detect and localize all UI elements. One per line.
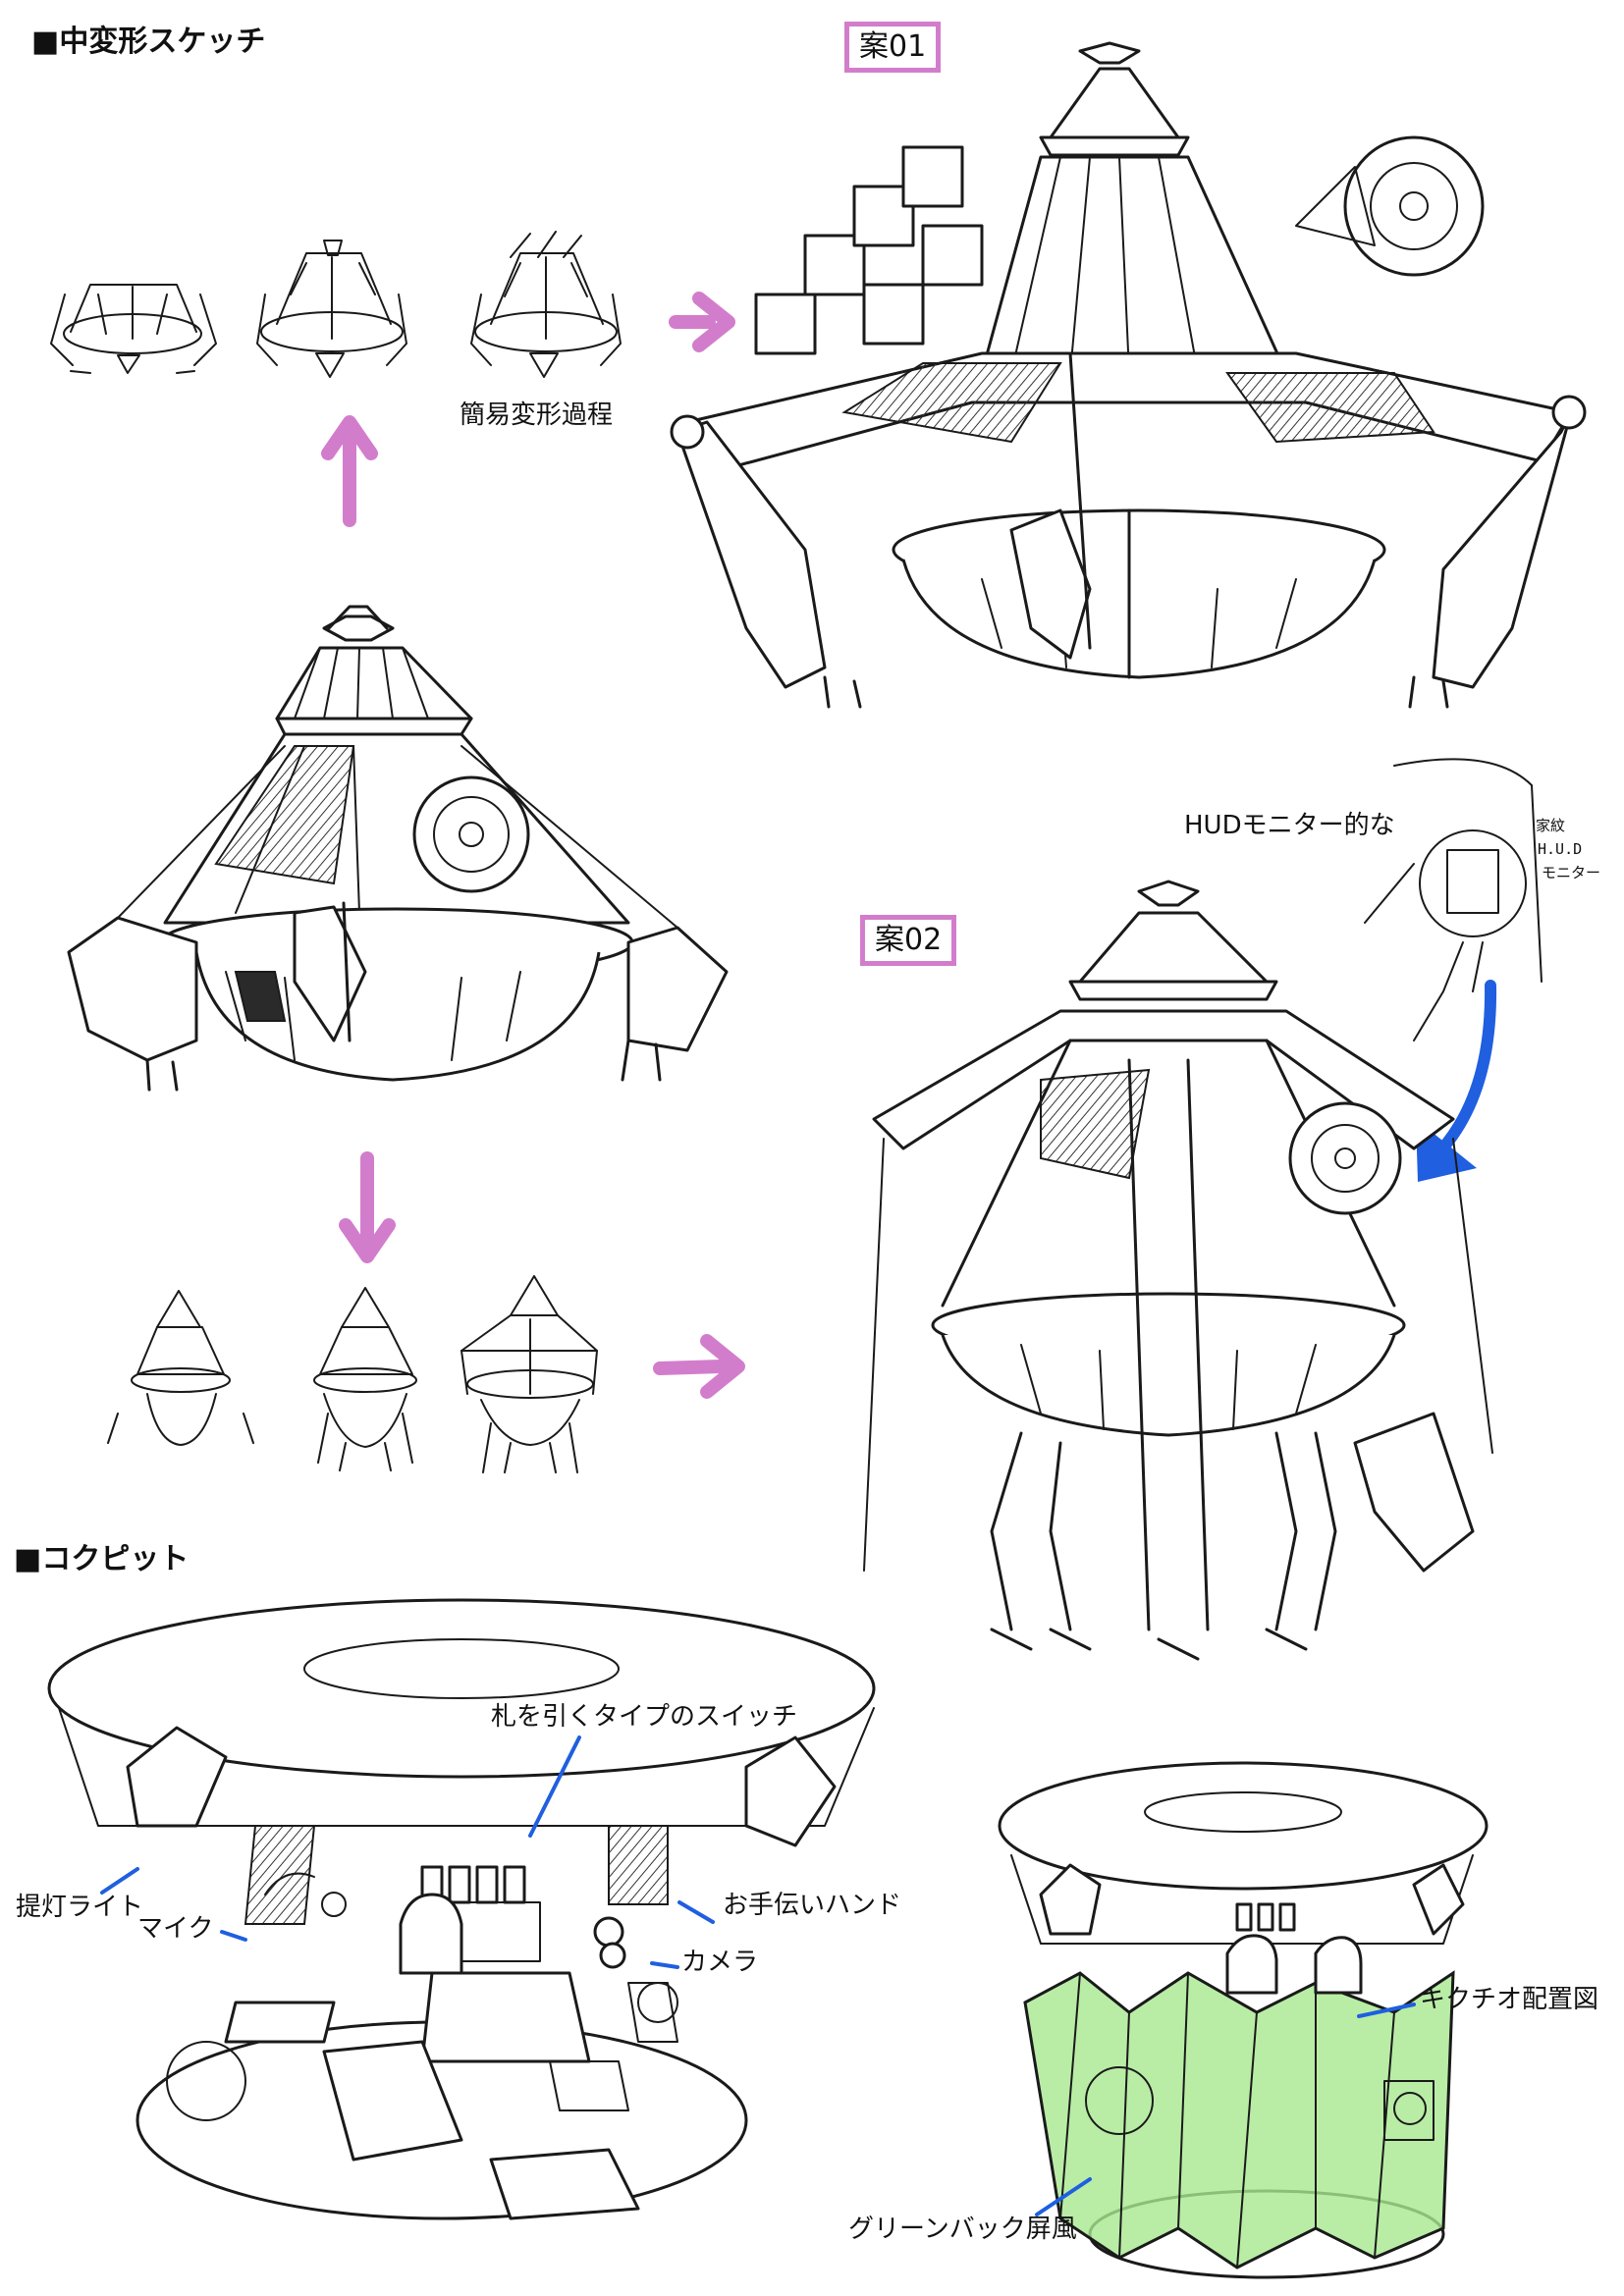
- arrow-down-to-process-02: [339, 1151, 396, 1263]
- fuda-switch-label: 札を引くタイプのスイッチ: [491, 1702, 798, 1732]
- proposal-01-badge: 案01: [844, 22, 942, 73]
- leader-lantern-light: [100, 1867, 139, 1895]
- process2-thumbnail-1: [107, 1290, 254, 1446]
- section-heading-sketch: ■中変形スケッチ: [31, 25, 266, 59]
- base-form-sketch: [67, 605, 729, 1092]
- blue-curved-arrow: [1416, 980, 1497, 1182]
- process-label: 簡易変形過程: [460, 400, 614, 430]
- leader-greenback: [1035, 2177, 1092, 2216]
- leader-fuda-switch: [528, 1735, 581, 1838]
- section-heading-cockpit: ■コクピット: [14, 1542, 189, 1576]
- cockpit-sketch: [47, 1598, 876, 2220]
- process-thumbnail-2: [256, 240, 407, 378]
- helper-hand-label: お手伝いハンド: [723, 1891, 902, 1920]
- leader-mic: [220, 1930, 247, 1942]
- leader-helper-hand: [677, 1900, 715, 1924]
- leader-kikuchio: [1357, 2002, 1416, 2018]
- process-thumbnail-3: [470, 231, 622, 378]
- mic-label: マイク: [137, 1914, 214, 1944]
- leader-camera: [650, 1961, 679, 1969]
- green-screen-sketch: [998, 1761, 1489, 2279]
- hud-note-hud: H.U.D: [1538, 840, 1583, 858]
- hud-note-kamon: 家紋: [1536, 817, 1566, 834]
- hud-inset-sketch: [1364, 758, 1543, 1041]
- green-screen-panel: [1023, 1970, 1455, 2269]
- process-thumbnail-1: [50, 284, 217, 374]
- proposal-02-sketch: [863, 880, 1493, 1661]
- kikuchio-layout-label: キクチオ配置図: [1420, 1985, 1599, 2014]
- proposal-02-badge: 案02: [860, 915, 957, 966]
- lantern-light-label: 提灯ライト: [16, 1893, 144, 1922]
- greenback-label: グリーンバック屏風: [848, 2215, 1077, 2244]
- arrow-to-proposal-01: [669, 292, 735, 352]
- hud-label: HUDモニター的な: [1184, 811, 1395, 840]
- hud-note-monitor: モニター: [1542, 864, 1601, 881]
- proposal-01-sketch: [670, 41, 1587, 709]
- camera-label: カメラ: [681, 1948, 759, 1977]
- arrow-up-to-process: [321, 415, 378, 527]
- arrow-to-proposal-02: [653, 1334, 745, 1399]
- process2-thumbnail-2: [313, 1287, 417, 1471]
- process2-thumbnail-3: [460, 1275, 598, 1473]
